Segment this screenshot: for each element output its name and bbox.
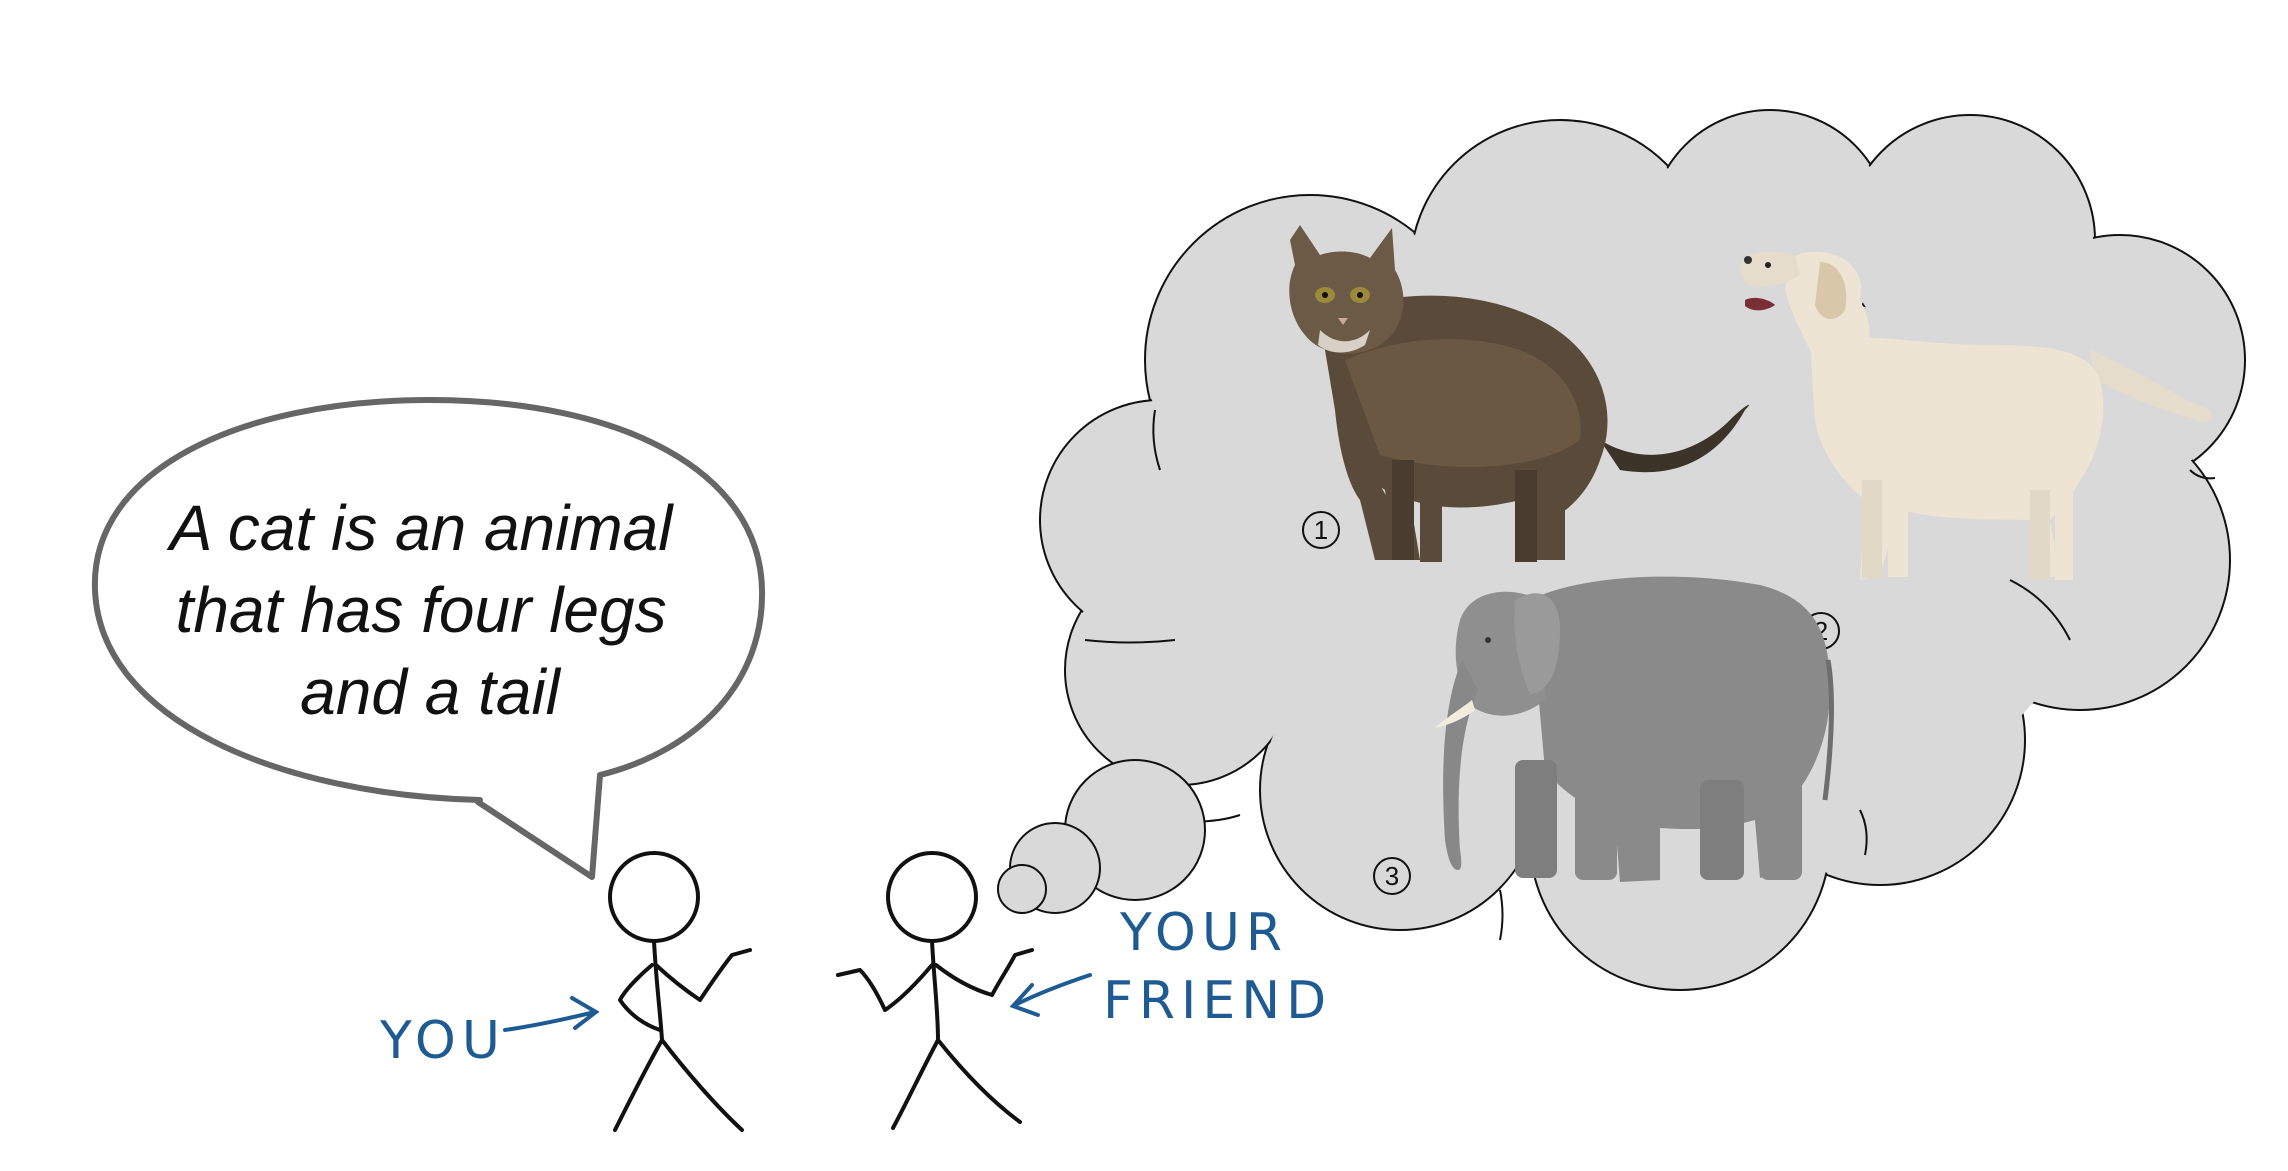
thought-trail-bubble-small <box>997 864 1047 914</box>
cat-number-badge: 1 <box>1302 511 1340 549</box>
speech-text: A cat is an animal that has four legs an… <box>166 492 691 728</box>
thought-trail <box>997 759 1206 914</box>
arrow-to-you <box>503 996 600 1032</box>
elephant-number: 3 <box>1385 861 1399 891</box>
elephant-image <box>1435 576 1834 882</box>
stick-figure-you <box>608 851 752 1132</box>
speech-line-1: A cat is an animal <box>166 492 675 564</box>
stick-figure-friend <box>836 851 1034 1130</box>
dog-image <box>1740 251 2212 580</box>
cat-image <box>1289 225 1750 562</box>
arrow-to-friend <box>1009 973 1092 1017</box>
label-your-friend-line1: YOUR <box>1119 903 1288 963</box>
speech-line-3: and a tail <box>300 656 562 728</box>
cat-number: 1 <box>1314 515 1328 545</box>
label-you: YOU <box>379 996 600 1071</box>
label-your-friend: YOUR FRIEND <box>1009 903 1332 1031</box>
label-you-text: YOU <box>379 1011 506 1071</box>
label-your-friend-line2: FRIEND <box>1103 971 1332 1031</box>
speech-line-2: that has four legs <box>176 574 667 646</box>
speech-bubble: A cat is an animal that has four legs an… <box>91 397 766 880</box>
elephant-number-badge: 3 <box>1373 857 1411 895</box>
